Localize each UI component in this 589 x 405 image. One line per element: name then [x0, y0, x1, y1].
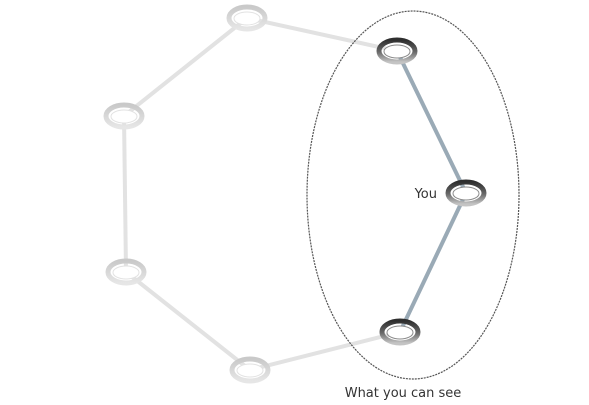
- edge-n3-n4: [398, 191, 468, 334]
- edges-layer: [122, 16, 468, 372]
- edge-n4-n5: [248, 330, 402, 372]
- you-label: You: [414, 187, 437, 202]
- node-n2: [376, 37, 418, 65]
- node-n5: [229, 356, 271, 384]
- edge-n6-n7: [122, 114, 128, 274]
- edge-n7-n1: [122, 16, 249, 118]
- nodes-layer: [103, 4, 487, 384]
- edge-n5-n6: [124, 270, 252, 372]
- visible-region-caption: What you can see: [345, 386, 462, 401]
- edge-n1-n2: [245, 16, 399, 53]
- node-n7: [103, 102, 145, 130]
- node-self: [445, 179, 487, 207]
- node-n4: [379, 318, 421, 346]
- node-n1: [226, 4, 268, 32]
- node-n6: [105, 258, 147, 286]
- edge-n2-n3: [395, 49, 468, 195]
- visible-region-ellipse: [306, 10, 520, 380]
